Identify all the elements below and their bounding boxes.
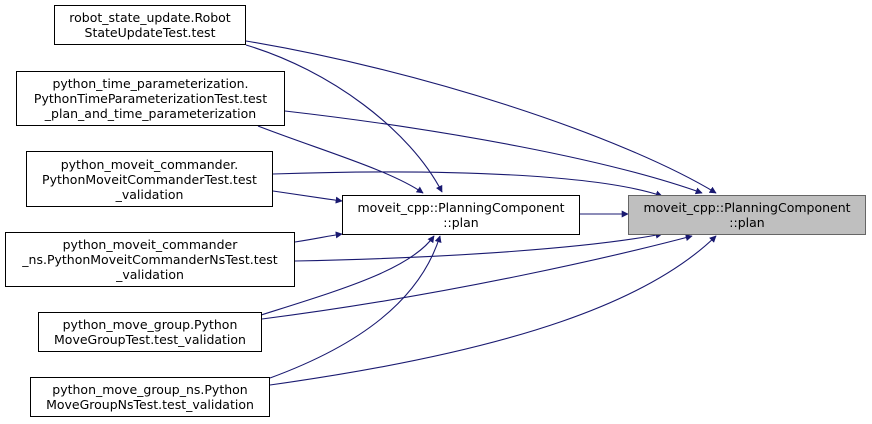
node-robot-state-update-line-1: robot_state_update.Robot xyxy=(69,10,231,25)
node-python-move-group-ns-test[interactable]: python_move_group_ns.Python MoveGroupNsT… xyxy=(30,377,270,417)
edge-move-group-to-caller xyxy=(257,235,435,317)
node-move-group-ns-line-2: MoveGroupNsTest.test_validation xyxy=(46,397,254,412)
node-robot-state-update-test[interactable]: robot_state_update.Robot StateUpdateTest… xyxy=(54,5,246,45)
node-time-param-line-3: _plan_and_time_parameterization xyxy=(44,106,257,121)
node-move-group-line-2: MoveGroupTest.test_validation xyxy=(54,332,246,347)
edge-moveit-commander-ns-to-target xyxy=(294,231,663,262)
edge-moveit-commander-to-target xyxy=(272,171,663,198)
node-moveit-commander-line-2: PythonMoveitCommanderTest.test xyxy=(42,171,257,187)
node-moveit-commander-ns-line-3: _validation xyxy=(116,267,184,282)
node-moveit-commander-line-1: python_moveit_commander. xyxy=(60,156,239,172)
node-caller-line-2: ::plan xyxy=(443,215,479,230)
node-target-line-1: moveit_cpp::PlanningComponent xyxy=(643,200,851,215)
edge-moveit-commander-to-caller xyxy=(272,190,343,204)
node-move-group-line-1: python_move_group.Python xyxy=(62,317,238,332)
node-time-param-line-2: PythonTimeParameterizationTest.test xyxy=(33,91,268,106)
edge-move-group-ns-to-caller xyxy=(269,235,442,379)
node-target-planning-component-plan: moveit_cpp::PlanningComponent ::plan xyxy=(628,195,866,235)
node-python-moveit-commander-ns-test[interactable]: python_moveit_commander _ns.PythonMoveit… xyxy=(5,232,295,287)
edge-robot-state-update-to-target xyxy=(245,40,717,194)
node-moveit-commander-ns-line-2: _ns.PythonMoveitCommanderNsTest.test xyxy=(22,252,278,267)
node-target-line-2: ::plan xyxy=(729,215,765,230)
edge-moveit-commander-ns-to-caller xyxy=(294,231,343,243)
node-move-group-ns-line-1: python_move_group_ns.Python xyxy=(52,382,248,397)
node-moveit-commander-ns-line-1: python_moveit_commander xyxy=(62,237,238,252)
node-moveit-commander-line-3: _validation xyxy=(115,186,184,202)
node-python-moveit-commander-test[interactable]: python_moveit_commander. PythonMoveitCom… xyxy=(26,151,273,207)
node-python-time-parameterization-test[interactable]: python_time_parameterization. PythonTime… xyxy=(16,71,285,126)
node-time-param-line-1: python_time_parameterization. xyxy=(52,76,249,91)
edge-time-param-to-target xyxy=(284,110,703,195)
edge-robot-state-update-to-caller xyxy=(245,44,443,193)
node-caller-line-1: moveit_cpp::PlanningComponent xyxy=(357,200,565,215)
edge-move-group-to-target xyxy=(261,234,693,320)
node-python-move-group-test[interactable]: python_move_group.Python MoveGroupTest.t… xyxy=(38,312,262,352)
node-caller-planning-component-plan[interactable]: moveit_cpp::PlanningComponent ::plan xyxy=(342,195,580,235)
edge-time-param-to-caller xyxy=(257,125,424,194)
node-robot-state-update-line-2: StateUpdateTest.test xyxy=(84,25,216,40)
edge-move-group-ns-to-target xyxy=(269,235,717,386)
